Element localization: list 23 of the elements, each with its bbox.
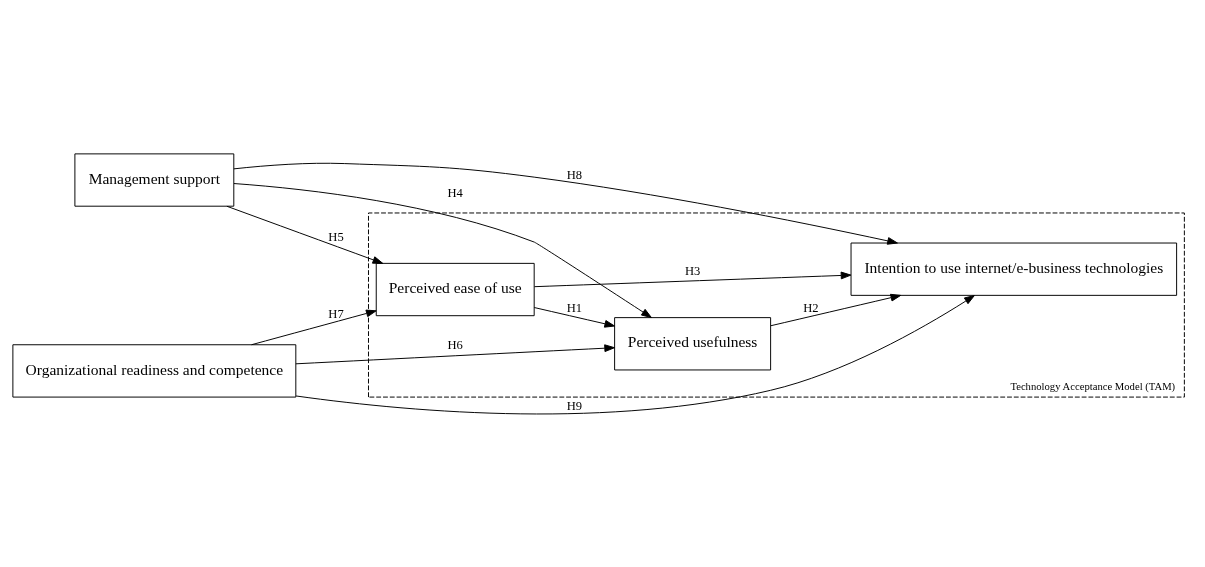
- arrow: [226, 205, 384, 264]
- arrow: [533, 306, 616, 328]
- edge-label: H7: [328, 306, 344, 321]
- edge-label: H9: [566, 398, 583, 413]
- node-box: Organizational readiness and competence: [12, 343, 297, 398]
- edge-label: H4: [447, 185, 463, 200]
- arrow: [251, 309, 377, 345]
- arrow: [295, 343, 615, 364]
- node-box: Perceived ease of use: [375, 262, 535, 316]
- node-box: Intention to use internet/e-business technologies: [850, 242, 1178, 296]
- edge-label: H5: [328, 229, 344, 244]
- edge-label: H6: [447, 337, 463, 352]
- arrow: [233, 182, 652, 318]
- edge-label: H1: [566, 300, 583, 315]
- arrow: [534, 271, 852, 287]
- arrow: [233, 162, 898, 245]
- arrow: [770, 293, 902, 326]
- node-box: Management support: [74, 152, 235, 207]
- edge-label: H8: [566, 167, 583, 182]
- edge-label: H3: [684, 263, 701, 278]
- edge-label: H2: [803, 300, 819, 315]
- arrow: [295, 294, 975, 414]
- node-box: Perceived usefulness: [614, 316, 772, 370]
